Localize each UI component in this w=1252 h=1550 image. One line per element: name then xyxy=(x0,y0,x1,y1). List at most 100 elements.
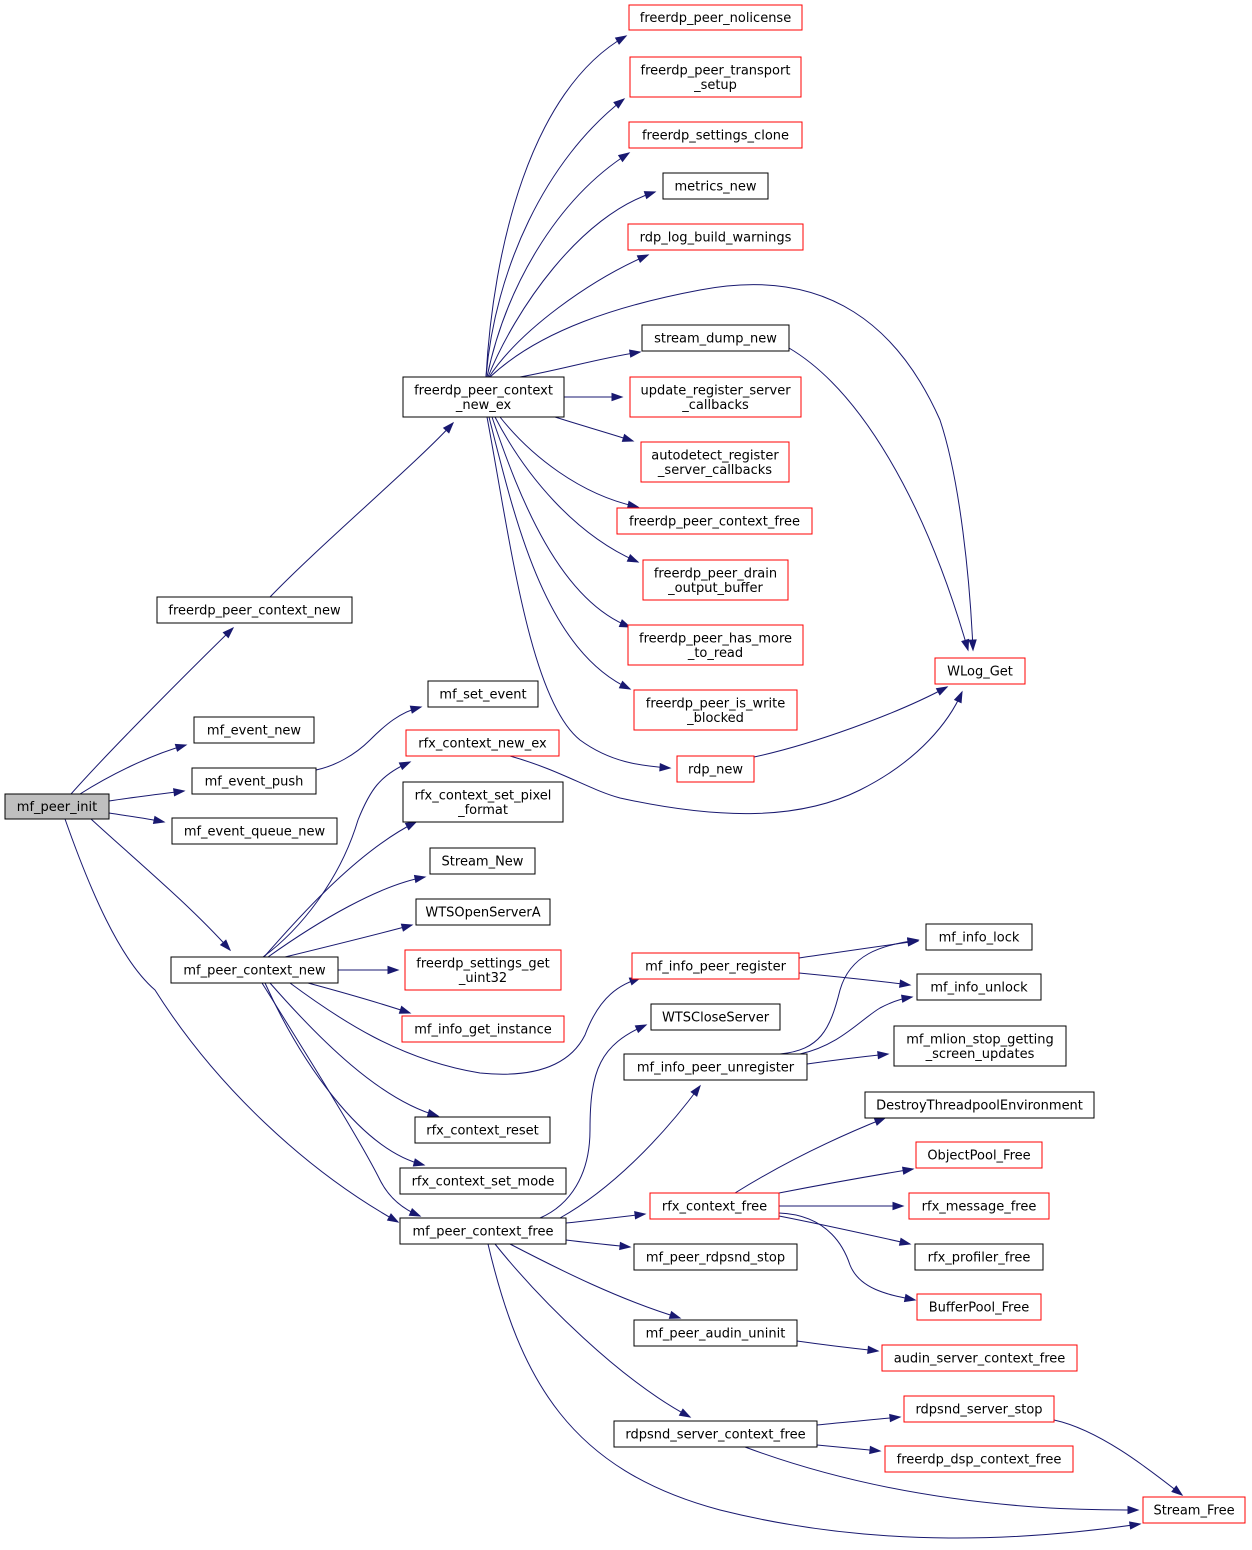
node-box xyxy=(893,1025,1067,1067)
node-box xyxy=(884,1445,1074,1473)
node-rdp_log_build_warnings[interactable]: rdp_log_build_warnings xyxy=(627,223,804,251)
node-rfx_message_free[interactable]: rfx_message_free xyxy=(908,1192,1050,1220)
node-mf_event_new[interactable]: mf_event_new xyxy=(193,716,315,744)
node-ObjectPool_Free[interactable]: ObjectPool_Free xyxy=(915,1141,1043,1169)
node-box xyxy=(401,1015,565,1043)
node-mf_event_queue_new[interactable]: mf_event_queue_new xyxy=(171,817,338,845)
edge-rfx_context_free-to-rfx_profiler_free xyxy=(778,1215,912,1246)
node-mf_peer_init: mf_peer_init xyxy=(4,793,110,820)
node-label: rdpsnd_server_context_free xyxy=(625,1428,805,1443)
node-rfx_context_reset[interactable]: rfx_context_reset xyxy=(414,1116,551,1144)
node-box xyxy=(640,441,790,483)
node-box xyxy=(864,1091,1095,1119)
node-WLog_Get[interactable]: WLog_Get xyxy=(934,657,1026,685)
node-rfx_context_set_mode[interactable]: rfx_context_set_mode xyxy=(399,1167,567,1195)
node-autodetect_register_server_callbacks[interactable]: autodetect_register_server_callbacks xyxy=(640,441,790,483)
edge-mf_peer_init-to-mf_peer_context_new xyxy=(90,818,232,952)
node-mf_set_event[interactable]: mf_set_event xyxy=(427,680,539,708)
node-freerdp_settings_clone[interactable]: freerdp_settings_clone xyxy=(628,121,803,149)
edge-freerdp_peer_context_new_ex-to-WLog_Get xyxy=(489,284,977,652)
node-label: _output_buffer xyxy=(667,581,763,596)
node-box xyxy=(629,56,802,98)
node-update_register_server_callbacks[interactable]: update_register_server_callbacks xyxy=(629,376,802,418)
node-label: mf_event_push xyxy=(205,775,304,790)
node-label: BufferPool_Free xyxy=(929,1301,1029,1316)
edge-rdpsnd_server_context_free-to-Stream_Free xyxy=(744,1446,1140,1515)
edge-rfx_context_free-to-ObjectPool_Free xyxy=(778,1166,915,1194)
node-box xyxy=(633,1319,798,1347)
node-box xyxy=(650,1003,781,1031)
edge-freerdp_peer_context_new-to-freerdp_peer_context_new_ex xyxy=(269,421,455,598)
node-mf_info_unlock[interactable]: mf_info_unlock xyxy=(916,973,1042,1001)
node-label: DestroyThreadpoolEnvironment xyxy=(876,1099,1083,1114)
node-box xyxy=(649,1192,780,1220)
node-freerdp_peer_transport_setup[interactable]: freerdp_peer_transport_setup xyxy=(629,56,802,98)
node-rfx_context_new_ex[interactable]: rfx_context_new_ex xyxy=(405,729,560,757)
node-mf_peer_context_free[interactable]: mf_peer_context_free xyxy=(399,1217,567,1245)
node-freerdp_peer_context_free[interactable]: freerdp_peer_context_free xyxy=(616,507,813,535)
node-mf_event_push[interactable]: mf_event_push xyxy=(191,767,317,795)
node-mf_mlion_stop_getting_screen_updates[interactable]: mf_mlion_stop_getting_screen_updates xyxy=(893,1025,1067,1067)
node-label: Stream_New xyxy=(442,855,524,870)
node-Stream_Free[interactable]: Stream_Free xyxy=(1142,1496,1246,1524)
edge-stream_dump_new-to-WLog_Get xyxy=(788,347,970,652)
edge-freerdp_peer_context_new_ex-to-stream_dump_new xyxy=(519,349,642,378)
edge-mf_info_peer_register-to-mf_info_unlock xyxy=(798,972,912,988)
node-freerdp_peer_has_more_to_read[interactable]: freerdp_peer_has_more_to_read xyxy=(627,624,804,666)
node-rdpsnd_server_stop[interactable]: rdpsnd_server_stop xyxy=(903,1395,1055,1423)
node-WTSOpenServerA[interactable]: WTSOpenServerA xyxy=(415,898,551,926)
edge-mf_peer_context_new-to-WTSOpenServerA xyxy=(284,923,414,958)
node-DestroyThreadpoolEnvironment[interactable]: DestroyThreadpoolEnvironment xyxy=(864,1091,1095,1119)
node-label: _setup xyxy=(693,78,737,93)
node-freerdp_peer_context_new[interactable]: freerdp_peer_context_new xyxy=(156,596,353,624)
node-Stream_New[interactable]: Stream_New xyxy=(429,847,536,875)
node-label: mf_event_new xyxy=(207,724,302,739)
node-box xyxy=(916,973,1042,1001)
node-metrics_new[interactable]: metrics_new xyxy=(662,172,769,200)
node-stream_dump_new[interactable]: stream_dump_new xyxy=(641,324,790,352)
node-box xyxy=(4,793,110,820)
node-rdp_new[interactable]: rdp_new xyxy=(676,755,755,783)
node-box xyxy=(628,4,803,31)
node-freerdp_dsp_context_free[interactable]: freerdp_dsp_context_free xyxy=(884,1445,1074,1473)
node-mf_peer_rdpsnd_stop[interactable]: mf_peer_rdpsnd_stop xyxy=(633,1243,798,1271)
node-label: freerdp_peer_nolicense xyxy=(640,11,791,26)
node-BufferPool_Free[interactable]: BufferPool_Free xyxy=(916,1293,1042,1321)
edge-mf_peer_context_new-to-rfx_context_reset xyxy=(269,982,440,1118)
edge-freerdp_peer_context_new_ex-to-update_register_server_callbacks xyxy=(564,392,624,402)
node-rfx_context_free[interactable]: rfx_context_free xyxy=(649,1192,780,1220)
edge-mf_peer_init-to-freerdp_peer_context_new xyxy=(70,626,235,795)
node-label: _blocked xyxy=(686,711,744,726)
node-mf_info_lock[interactable]: mf_info_lock xyxy=(925,923,1033,951)
node-label: _server_callbacks xyxy=(657,463,772,478)
node-freerdp_peer_is_write_blocked[interactable]: freerdp_peer_is_write_blocked xyxy=(633,689,798,731)
node-audin_server_context_free[interactable]: audin_server_context_free xyxy=(881,1344,1078,1372)
node-freerdp_settings_get_uint32[interactable]: freerdp_settings_get_uint32 xyxy=(404,949,562,991)
node-mf_peer_audin_uninit[interactable]: mf_peer_audin_uninit xyxy=(633,1319,798,1347)
node-WTSCloseServer[interactable]: WTSCloseServer xyxy=(650,1003,781,1031)
node-freerdp_peer_drain_output_buffer[interactable]: freerdp_peer_drain_output_buffer xyxy=(642,559,789,601)
node-mf_info_peer_unregister[interactable]: mf_info_peer_unregister xyxy=(623,1053,808,1081)
node-box xyxy=(415,898,551,926)
edge-mf_peer_context_new-to-freerdp_settings_get_uint32 xyxy=(338,965,400,975)
node-box xyxy=(631,952,800,980)
node-box xyxy=(914,1243,1044,1271)
node-mf_info_get_instance[interactable]: mf_info_get_instance xyxy=(401,1015,565,1043)
node-box xyxy=(633,1243,798,1271)
node-box xyxy=(633,689,798,731)
node-box xyxy=(881,1344,1078,1372)
edge-freerdp_peer_context_new_ex-to-freerdp_settings_clone xyxy=(486,152,631,378)
node-rfx_profiler_free[interactable]: rfx_profiler_free xyxy=(914,1243,1044,1271)
node-box xyxy=(414,1116,551,1144)
call-edges xyxy=(64,35,1184,1539)
node-rfx_context_set_pixel_format[interactable]: rfx_context_set_pixel_format xyxy=(402,781,564,823)
node-freerdp_peer_nolicense[interactable]: freerdp_peer_nolicense xyxy=(628,4,803,31)
edge-mf_info_peer_unregister-to-mf_info_lock xyxy=(779,937,920,1055)
node-box xyxy=(903,1395,1055,1423)
node-mf_peer_context_new[interactable]: mf_peer_context_new xyxy=(170,956,339,984)
node-rdpsnd_server_context_free[interactable]: rdpsnd_server_context_free xyxy=(613,1420,818,1448)
node-box xyxy=(405,729,560,757)
node-freerdp_peer_context_new_ex[interactable]: freerdp_peer_context_new_ex xyxy=(402,376,565,418)
node-mf_info_peer_register[interactable]: mf_info_peer_register xyxy=(631,952,800,980)
node-label: metrics_new xyxy=(674,180,756,195)
